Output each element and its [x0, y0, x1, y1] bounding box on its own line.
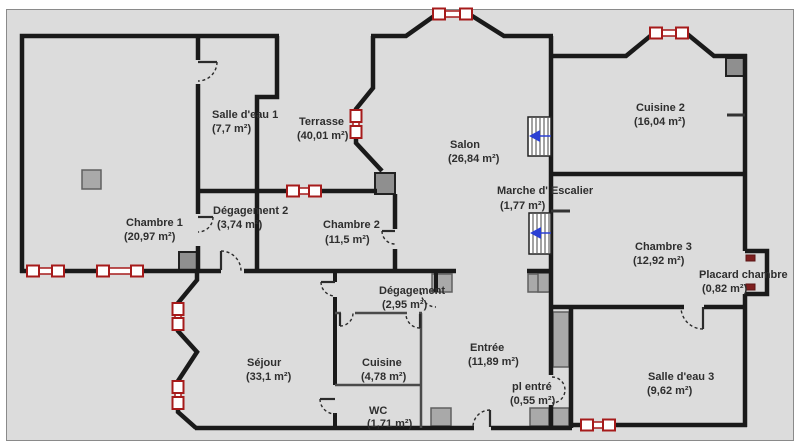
pillar [551, 407, 570, 427]
room-name: Cuisine [362, 357, 402, 369]
room-area: (2,95 m²) [382, 299, 428, 311]
window-marker [649, 26, 689, 40]
room-area: (12,92 m²) [633, 255, 685, 267]
room-label-sejour: Séjour (33,1 m²) [246, 357, 292, 383]
room-label-cuisine: Cuisine (4,78 m²) [361, 357, 407, 383]
door-arc [405, 313, 421, 329]
window-marker [432, 7, 473, 21]
room-name: Chambre 2 [323, 219, 380, 231]
duct-shaft [552, 311, 570, 368]
room-name: Entrée [470, 342, 504, 354]
door-arc [320, 281, 336, 297]
room-label-degagement: Dégagement (2,95 m²) [379, 285, 445, 311]
door-arc [680, 306, 704, 330]
window-marker [286, 184, 322, 198]
pillar [81, 169, 102, 190]
room-name: Cuisine 2 [636, 102, 685, 114]
stairs-icon [528, 212, 552, 255]
room-label-salon: Salon (26,84 m²) [448, 139, 500, 165]
room-label-chambre-1: Chambre 1 (20,97 m²) [124, 217, 183, 243]
placard-door-mark [745, 254, 756, 262]
room-name: Chambre 3 [635, 241, 692, 253]
door-arc [339, 312, 354, 327]
room-area: (40,01 m²) [297, 130, 349, 142]
room-label-entree: Entrée (11,89 m²) [468, 342, 519, 368]
pillar [178, 251, 199, 272]
room-area: (1,71 m²) [367, 418, 413, 430]
window-marker [171, 380, 185, 410]
room-label-cuisine-2: Cuisine 2 (16,04 m²) [634, 102, 686, 128]
room-label-terrasse: Terrasse (40,01 m²) [297, 116, 349, 142]
room-name: Salle d'eau 1 [212, 109, 278, 121]
room-area: (9,62 m²) [647, 385, 693, 397]
room-name: Séjour [247, 357, 282, 369]
window-marker [349, 109, 363, 139]
door-arc [197, 216, 214, 233]
chimney [374, 172, 396, 195]
room-label-pl-entre: pl entré (0,55 m²) [510, 381, 556, 407]
plan-frame [6, 9, 794, 441]
room-area: (26,84 m²) [448, 153, 500, 165]
pillar [529, 407, 550, 427]
room-label-marche-escalier: Marche d' Escalier (1,77 m²) [497, 185, 594, 212]
room-name: WC [369, 405, 387, 417]
door-arc [220, 250, 242, 272]
room-area: (1,77 m²) [500, 200, 546, 212]
stairs-arrow-icon [529, 130, 540, 142]
stairs-arrow-icon [530, 227, 541, 239]
door-arc [197, 61, 218, 82]
room-area: (0,55 m²) [510, 395, 556, 407]
room-name: Chambre 1 [126, 217, 183, 229]
room-area: (7,7 m²) [212, 123, 251, 135]
door-arc [551, 376, 566, 404]
room-area: (0,82 m²) [702, 283, 748, 295]
window-marker [580, 418, 616, 432]
stairs-icon [527, 116, 552, 157]
door-arc [472, 409, 491, 428]
room-name: Dégagement 2 [213, 205, 288, 217]
room-label-chambre-2: Chambre 2 (11,5 m²) [323, 219, 380, 246]
room-label-chambre-3: Chambre 3 (12,92 m²) [633, 241, 692, 267]
room-label-placard-chambre: Placard chambre (0,82 m²) [699, 269, 788, 295]
window-marker [26, 264, 65, 278]
door-arc [381, 230, 396, 245]
room-name: Terrasse [299, 116, 344, 128]
room-area: (33,1 m²) [246, 371, 292, 383]
door-arc [319, 398, 336, 415]
room-label-salle-deau-3: Salle d'eau 3 (9,62 m²) [647, 371, 714, 397]
room-area: (11,89 m²) [468, 356, 519, 368]
door-arc [420, 291, 437, 308]
room-name: Marche d' Escalier [497, 185, 594, 197]
room-name: pl entré [512, 381, 552, 393]
pillar [430, 407, 452, 427]
room-name: Placard chambre [699, 269, 788, 281]
room-area: (20,97 m²) [124, 231, 176, 243]
doors [197, 60, 705, 428]
room-labels: Salle d'eau 1 (7,7 m²) Terrasse (40,01 m… [124, 102, 788, 430]
room-area: (4,78 m²) [361, 371, 407, 383]
room-label-wc: WC (1,71 m²) [367, 405, 413, 430]
room-label-salle-deau-1: Salle d'eau 1 (7,7 m²) [212, 109, 278, 135]
room-name: Salon [450, 139, 480, 151]
placard-door-mark [745, 283, 756, 291]
room-name: Salle d'eau 3 [648, 371, 714, 383]
chimney [725, 57, 746, 77]
room-area: (16,04 m²) [634, 116, 686, 128]
room-label-degagement-2: Dégagement 2 (3,74 m²) [213, 205, 288, 231]
room-area: (3,74 m²) [217, 219, 263, 231]
windows [26, 7, 756, 432]
room-area: (11,5 m²) [325, 234, 370, 246]
window-marker [171, 302, 185, 331]
room-name: Dégagement [379, 285, 445, 297]
window-marker [96, 264, 144, 278]
